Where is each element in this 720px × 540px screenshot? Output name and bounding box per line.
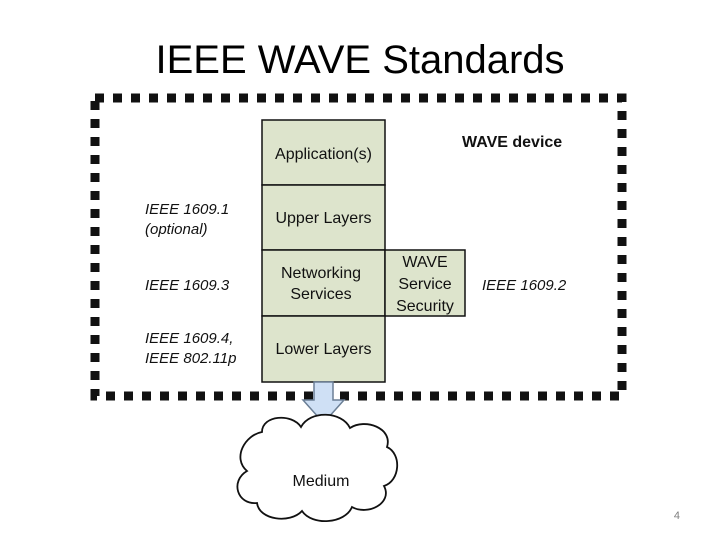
layer-upper: Upper Layers <box>261 184 386 251</box>
layer-networking-label-line1: Networking <box>281 265 361 282</box>
layer-application-label: Application(s) <box>275 146 372 163</box>
layer-security-label-line2: Service <box>398 276 451 293</box>
layer-networking-label-line2: Services <box>290 286 351 303</box>
layer-networking: Networking Services <box>261 249 386 317</box>
standard-1609-1-line2: (optional) <box>145 221 208 238</box>
standard-1609-4-line1: IEEE 1609.4, <box>145 330 233 347</box>
standard-1609-3: IEEE 1609.3 <box>145 277 230 294</box>
layer-lower-label: Lower Layers <box>275 341 371 358</box>
layer-application: Application(s) <box>261 119 386 186</box>
standard-1609-2: IEEE 1609.2 <box>482 277 567 294</box>
medium-cloud-icon <box>236 413 399 522</box>
standard-1609-4-line2: IEEE 802.11p <box>145 350 236 367</box>
layer-upper-label: Upper Layers <box>275 210 371 227</box>
medium-label: Medium <box>293 473 350 490</box>
layer-security-label-line3: Security <box>396 298 454 315</box>
slide-title: IEEE WAVE Standards <box>155 38 565 82</box>
layer-security-label-line1: WAVE <box>402 254 447 271</box>
wave-device-boundary <box>90 93 627 401</box>
layer-security: WAVE Service Security <box>384 249 466 317</box>
layer-lower: Lower Layers <box>261 315 386 383</box>
wave-device-label: WAVE device <box>462 134 562 151</box>
page-number: 4 <box>673 510 680 522</box>
standard-1609-1-line1: IEEE 1609.1 <box>145 201 229 218</box>
down-arrow-icon <box>301 381 346 425</box>
